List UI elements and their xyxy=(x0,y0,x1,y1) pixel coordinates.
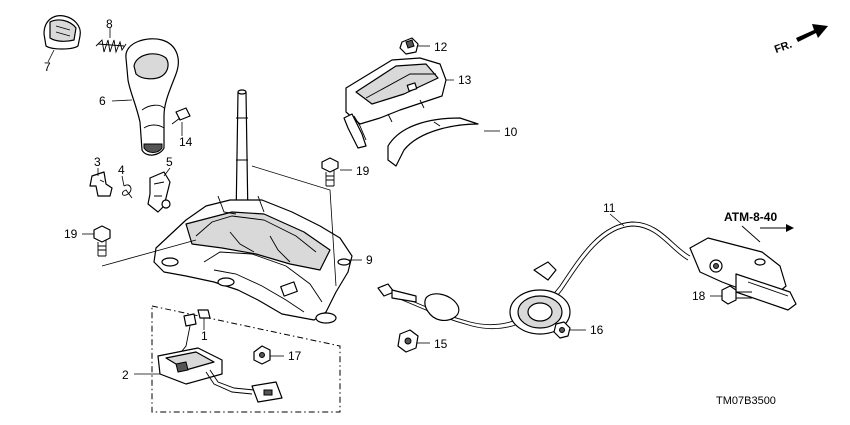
callout-16: 16 xyxy=(590,323,604,337)
callout-8: 8 xyxy=(106,17,113,31)
diagram-code: TM07B3500 xyxy=(716,395,776,407)
callout-15: 15 xyxy=(434,337,448,351)
part-17-grommet[interactable] xyxy=(253,345,271,365)
callout-9: 9 xyxy=(366,253,373,267)
callout-7: 7 xyxy=(44,60,51,74)
sensor-group-frame xyxy=(151,305,341,413)
reference-atm-8-40[interactable]: ATM-8-40 xyxy=(724,210,794,243)
callout-1: 1 xyxy=(201,329,208,343)
part-16-nut[interactable] xyxy=(553,321,571,339)
part-3-bracket[interactable] xyxy=(89,171,113,197)
part-13-indicator-panel[interactable] xyxy=(343,57,447,149)
part-12-clip[interactable] xyxy=(399,37,419,55)
callout-11: 11 xyxy=(603,201,616,215)
reference-text[interactable]: ATM-8-40 xyxy=(724,210,777,224)
part-6-shift-knob[interactable] xyxy=(125,38,179,156)
callout-6: 6 xyxy=(99,94,106,108)
callout-19-lower: 19 xyxy=(64,227,78,241)
part-19-bolt-lower[interactable] xyxy=(93,225,111,257)
callout-10: 10 xyxy=(504,125,518,139)
callout-3: 3 xyxy=(94,155,101,169)
part-5-lever[interactable] xyxy=(147,171,171,213)
part-2-position-sensor[interactable] xyxy=(157,313,283,403)
part-8-spring[interactable] xyxy=(95,39,127,54)
callout-labels: 8 7 6 14 3 4 5 19 19 9 12 13 10 11 15 16… xyxy=(44,17,706,382)
callout-13: 13 xyxy=(458,73,472,87)
part-19-bolt-upper[interactable] xyxy=(321,157,339,187)
callout-19-upper: 19 xyxy=(356,164,370,178)
part-18-bolt[interactable] xyxy=(721,285,752,305)
callout-18: 18 xyxy=(692,289,706,303)
callout-5: 5 xyxy=(166,155,173,169)
callout-14: 14 xyxy=(179,135,193,149)
front-label: FR. xyxy=(773,39,794,56)
part-10-cover-strip[interactable] xyxy=(387,117,479,167)
part-15-nut[interactable] xyxy=(397,329,419,353)
part-9-shift-lever-assembly[interactable] xyxy=(153,89,353,324)
callout-17: 17 xyxy=(288,349,302,363)
part-1-plug[interactable] xyxy=(197,309,211,319)
part-4-clip[interactable] xyxy=(121,184,133,199)
part-7-shift-button[interactable] xyxy=(43,15,81,50)
callout-2: 2 xyxy=(122,368,129,382)
callout-12: 12 xyxy=(434,40,448,54)
front-direction-indicator: FR. xyxy=(773,24,828,56)
callout-4: 4 xyxy=(118,163,125,177)
part-11-shift-cable[interactable] xyxy=(377,221,797,335)
front-arrow-icon xyxy=(796,24,828,42)
part-14-screw[interactable] xyxy=(171,107,191,125)
